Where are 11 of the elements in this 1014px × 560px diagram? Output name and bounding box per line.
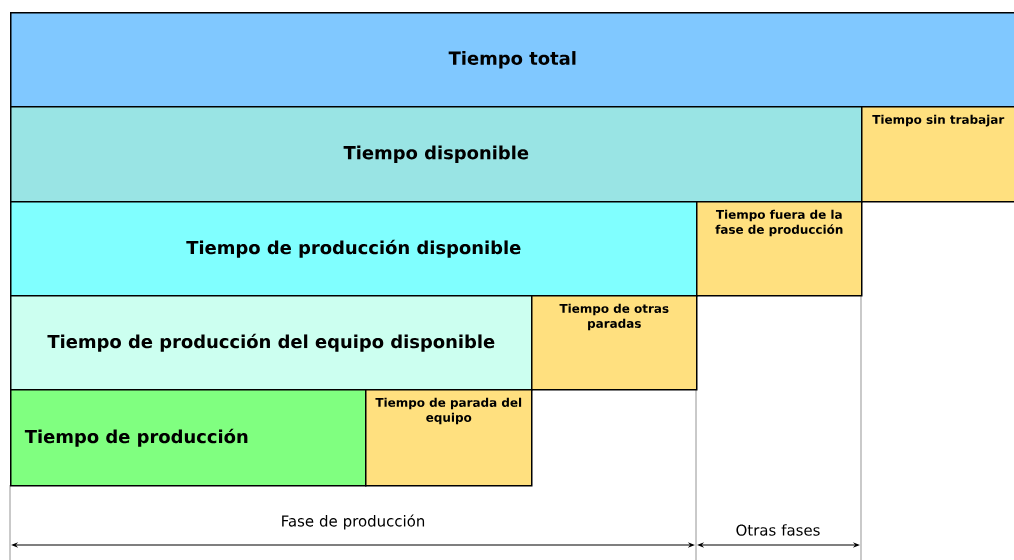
time-bar: Tiempo de producción (10, 389, 367, 487)
dimension-label: Fase de producción (282, 514, 425, 530)
time-box: Tiempo de parada del equipo (365, 389, 533, 487)
time-bar: Tiempo total (10, 12, 1014, 108)
time-box: Tiempo sin trabajar (861, 106, 1014, 203)
dimension-label: Otras fases (736, 524, 820, 536)
time-bar: Tiempo de producción del equipo disponible (10, 295, 533, 391)
time-box: Tiempo fuera de la fase de producción (696, 201, 863, 297)
time-bar: Tiempo disponible (10, 106, 863, 203)
time-box: Tiempo de otras paradas (531, 295, 698, 391)
time-bar: Tiempo de producción disponible (10, 201, 698, 297)
